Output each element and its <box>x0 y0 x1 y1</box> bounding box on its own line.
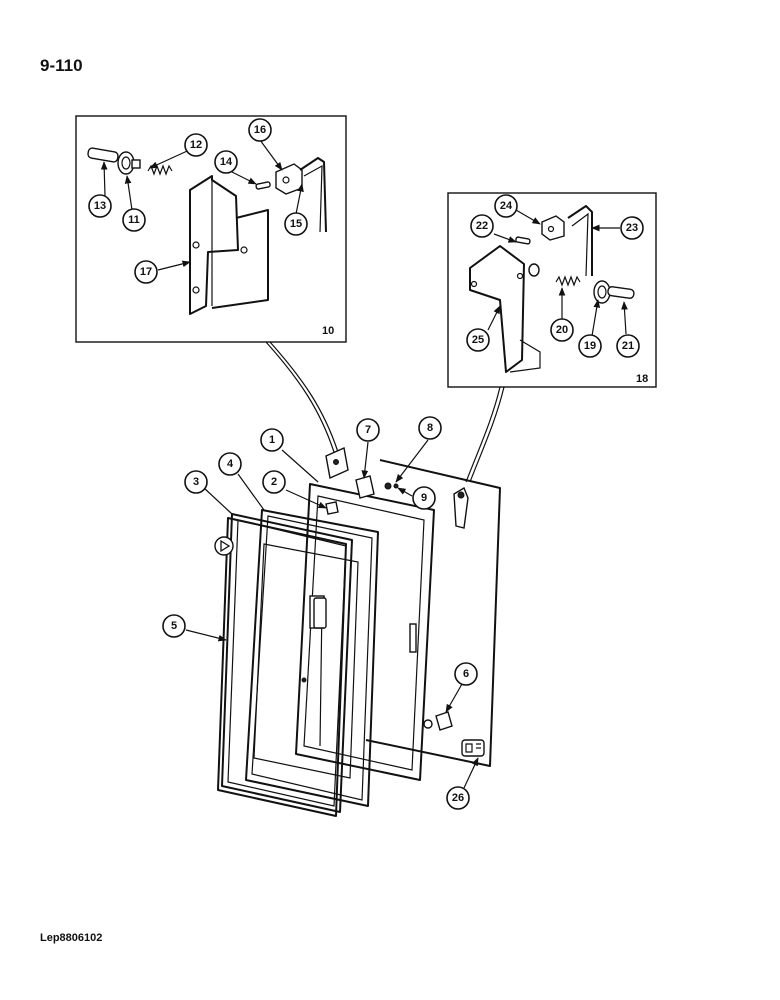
callout-14: 14 <box>214 150 238 174</box>
callout-11: 11 <box>122 208 146 232</box>
svg-text:17: 17 <box>140 266 152 278</box>
door-glass <box>221 513 353 813</box>
svg-text:5: 5 <box>171 620 177 632</box>
svg-text:21: 21 <box>622 340 634 352</box>
svg-text:9: 9 <box>421 492 427 504</box>
svg-text:2: 2 <box>271 476 277 488</box>
svg-text:7: 7 <box>365 424 371 436</box>
svg-text:8: 8 <box>427 422 433 434</box>
svg-text:20: 20 <box>556 324 568 336</box>
spring <box>147 164 173 176</box>
spring <box>555 275 581 287</box>
knob-assembly <box>593 280 635 304</box>
triangle-icon <box>214 536 234 556</box>
callout-12: 12 <box>184 133 208 157</box>
svg-text:14: 14 <box>220 156 233 168</box>
page-number: 9-110 <box>40 56 83 75</box>
svg-text:3: 3 <box>193 476 199 488</box>
callout-9: 9 <box>412 486 436 510</box>
door-frame <box>295 483 435 781</box>
lock-block <box>541 215 565 241</box>
callout-21: 21 <box>616 334 640 358</box>
pin <box>255 181 271 190</box>
door-seal <box>245 509 379 807</box>
detail-frame <box>75 115 347 343</box>
svg-text:19: 19 <box>584 340 596 352</box>
svg-text:6: 6 <box>463 668 469 680</box>
l-pin-edge <box>571 212 589 277</box>
screw <box>325 501 339 515</box>
leader-lines <box>100 139 628 789</box>
svg-text:22: 22 <box>476 220 488 232</box>
l-pin-edge <box>303 164 323 233</box>
callout-16: 16 <box>248 118 272 142</box>
svg-text:23: 23 <box>626 222 638 234</box>
l-pin <box>567 205 593 276</box>
callout-4: 4 <box>218 452 242 476</box>
door-handle <box>313 597 327 629</box>
svg-text:4: 4 <box>227 458 234 470</box>
callout-25: 25 <box>466 328 490 352</box>
detail-18-link <box>465 386 501 483</box>
callout-24: 24 <box>494 194 518 218</box>
callout-17: 17 <box>134 260 158 284</box>
bracket <box>469 245 525 373</box>
callout-15: 15 <box>284 212 308 236</box>
bracket-foot <box>509 339 541 373</box>
callout-6: 6 <box>454 662 478 686</box>
callout-7: 7 <box>356 418 380 442</box>
callout-22: 22 <box>470 214 494 238</box>
callout-19: 19 <box>578 334 602 358</box>
stop-block <box>435 711 453 731</box>
callout-3: 3 <box>184 470 208 494</box>
handle-loop <box>211 209 269 309</box>
svg-text:15: 15 <box>290 218 302 230</box>
detail-10-link <box>265 341 335 453</box>
bracket <box>189 175 239 315</box>
svg-text:12: 12 <box>190 139 202 151</box>
panel-slot <box>409 623 417 653</box>
callout-20: 20 <box>550 318 574 342</box>
l-pin <box>299 157 327 233</box>
lock-block <box>275 163 303 195</box>
svg-text:26: 26 <box>452 792 464 804</box>
svg-text:11: 11 <box>128 214 140 226</box>
detail-number: 18 <box>636 373 648 385</box>
callout-13: 13 <box>88 194 112 218</box>
svg-text:16: 16 <box>254 124 266 136</box>
badge-26 <box>461 739 485 757</box>
detail-box-18: 18 <box>447 192 657 388</box>
detail-number: 10 <box>322 325 334 337</box>
document-code: Lep8806102 <box>40 932 103 944</box>
panel-latch <box>453 486 469 529</box>
latch-block <box>355 475 375 499</box>
callout-8: 8 <box>418 416 442 440</box>
svg-text:24: 24 <box>500 200 513 212</box>
callout-2: 2 <box>262 470 286 494</box>
svg-text:13: 13 <box>94 200 106 212</box>
svg-text:1: 1 <box>269 434 275 446</box>
pin <box>515 236 531 245</box>
callout-5: 5 <box>162 614 186 638</box>
front-gasket <box>217 517 347 817</box>
callout-23: 23 <box>620 216 644 240</box>
svg-text:25: 25 <box>472 334 484 346</box>
door-back-panel <box>365 459 501 767</box>
knob-assembly <box>87 147 141 175</box>
callout-1: 1 <box>260 428 284 452</box>
callout-26: 26 <box>446 786 470 810</box>
detail-box-10: 10 <box>75 115 347 343</box>
detail-frame <box>447 192 657 388</box>
